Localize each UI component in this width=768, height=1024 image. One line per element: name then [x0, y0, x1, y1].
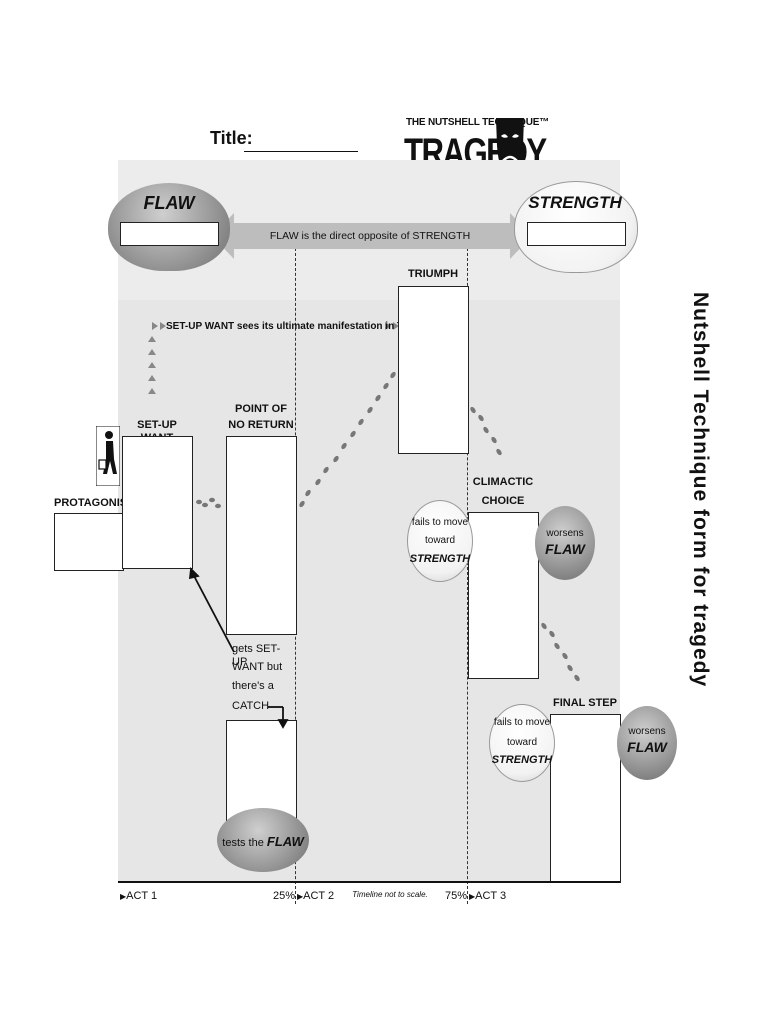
title-field[interactable]	[244, 151, 358, 152]
worsens2-line1: worsens	[628, 726, 666, 737]
final-step-label: FINAL STEP	[553, 697, 617, 709]
timeline-act1: ▶ACT 1	[120, 890, 158, 902]
side-title: Nutshell Technique form for tragedy	[689, 292, 712, 688]
point-of-no-return-box[interactable]	[226, 436, 297, 635]
act1-text: ACT 1	[126, 890, 158, 902]
flaw-cloud-label: FLAW	[143, 193, 195, 213]
act3-text: ACT 3	[475, 890, 507, 902]
tests-flaw-text: tests the FLAW	[217, 834, 309, 849]
worsens1-line2: FLAW	[545, 541, 585, 557]
fails-cloud-2	[489, 704, 555, 782]
fails2-line2: toward	[506, 737, 537, 748]
timeline-25pct: 25%	[272, 890, 295, 902]
fails1-line1: fails to move	[411, 517, 469, 528]
tests-flaw-cloud	[217, 808, 309, 872]
fails-cloud-1	[407, 500, 473, 582]
timeline-75pct: 75%	[444, 890, 467, 902]
climactic-choice-label-2: CHOICE	[481, 495, 525, 507]
strength-cloud-label: STRENGTH	[528, 193, 622, 212]
timeline-act3: ▶ACT 3	[469, 890, 507, 902]
footprints-icon	[196, 371, 580, 682]
flaw-input[interactable]	[120, 222, 219, 246]
triumph-box[interactable]	[398, 286, 469, 454]
act2-text: ACT 2	[303, 890, 335, 902]
brand-tagline: THE NUTSHELL TECHNIQUE™	[406, 117, 549, 128]
worsens1-line1: worsens	[546, 528, 584, 539]
timeline-note: Timeline not to scale.	[352, 890, 428, 899]
tests-flaw: FLAW	[266, 834, 304, 849]
climactic-choice-box[interactable]	[468, 512, 539, 679]
catch-text-2: WANT but	[232, 661, 283, 673]
worsens-cloud-2	[617, 706, 677, 780]
tests-prefix: tests the	[222, 837, 264, 849]
fails2-line1: fails to move	[493, 717, 551, 728]
walking-person-icon	[96, 426, 120, 486]
timeline-axis	[118, 881, 620, 883]
worsens-cloud-1	[535, 506, 595, 580]
act3-divider	[467, 248, 468, 904]
catch-arrow	[188, 567, 289, 729]
point-of-no-return-label-1: POINT OF	[235, 403, 287, 415]
manifestation-text: SET-UP WANT sees its ultimate manifestat…	[166, 321, 443, 332]
climactic-choice-label-1: CLIMACTIC	[472, 476, 534, 488]
fails1-line2: toward	[424, 535, 455, 546]
catch-text-4: CATCH	[232, 700, 270, 712]
title-label: Title:	[210, 128, 253, 148]
manifestation-arrows	[148, 322, 399, 394]
strength-input[interactable]	[527, 222, 626, 246]
worsens2-line2: FLAW	[627, 739, 667, 755]
catch-text-3: there's a	[232, 680, 274, 692]
final-step-box[interactable]	[550, 714, 621, 883]
timeline-act2: ▶ACT 2	[297, 890, 335, 902]
protagonist-box[interactable]	[54, 513, 124, 571]
setup-want-box[interactable]	[122, 436, 193, 569]
opposite-arrow	[212, 213, 532, 259]
protagonist-label: PROTAGONIST	[54, 497, 134, 509]
catch-text-1: gets SET-UP	[232, 643, 281, 668]
fails1-line3: STRENGTH	[409, 553, 471, 565]
opposite-arrow-text: FLAW is the direct opposite of STRENGTH	[269, 230, 471, 242]
triumph-label: TRIUMPH	[407, 268, 459, 280]
point-of-no-return-label-2: NO RETURN	[228, 419, 294, 431]
fails2-line3: STRENGTH	[491, 754, 553, 766]
